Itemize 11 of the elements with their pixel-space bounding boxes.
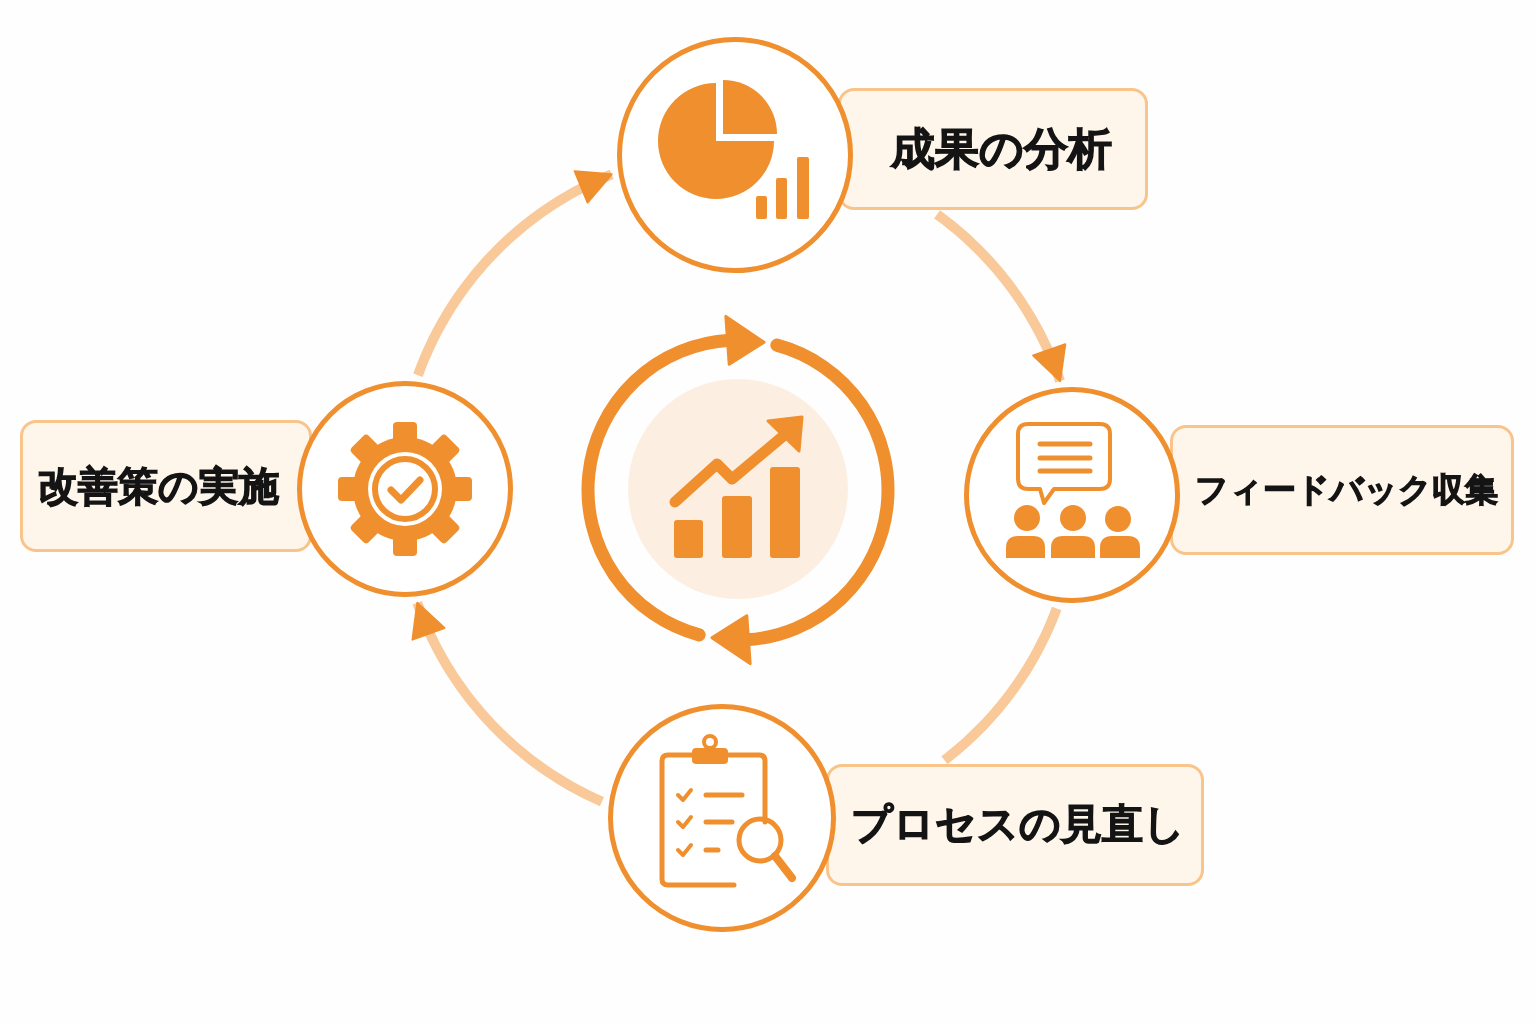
step-title: 成果の分析 <box>890 123 1112 175</box>
label-panel <box>20 420 312 552</box>
label-panel <box>838 88 1148 210</box>
cycle-arrow <box>413 169 614 377</box>
step-title: フィードバック収集 <box>1194 471 1498 509</box>
label-panel <box>1170 425 1514 555</box>
cycle-arrow <box>934 210 1067 383</box>
step-title: 改善策の実施 <box>37 463 279 509</box>
step-title: プロセスの見直し <box>851 801 1185 849</box>
cycle-arrow <box>411 601 604 807</box>
label-panel <box>826 764 1204 886</box>
